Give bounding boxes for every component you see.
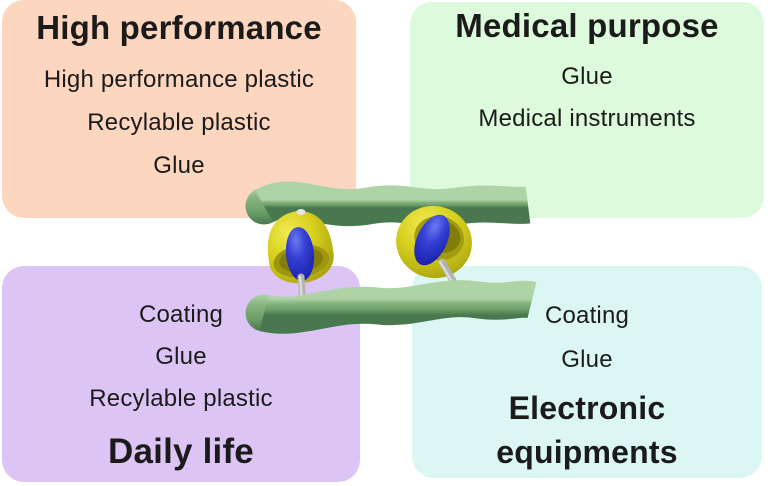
quadrant-item: Recylable plastic (87, 109, 271, 136)
quadrant-medical-purpose: Medical purpose Glue Medical instruments (410, 2, 764, 218)
quadrant-title-high-performance: High performance (36, 9, 322, 46)
quadrant-title-daily-life: Daily life (108, 432, 254, 471)
quadrant-item: Medical instruments (478, 105, 696, 132)
quadrant-item: Glue (561, 346, 613, 373)
quadrant-item: Recylable plastic (89, 385, 273, 412)
quadrant-high-performance: High performance High performance plasti… (2, 0, 356, 218)
quadrant-item: Coating (544, 302, 630, 329)
quadrant-electronic-equipments: Coating Glue Electronic equipments (412, 266, 762, 478)
quadrant-title-medical-purpose: Medical purpose (455, 7, 719, 44)
guest-unit-right (414, 214, 450, 266)
quadrant-item: Coating (138, 301, 224, 328)
quadrant-title-electronic-equipments: Electronic equipments (496, 390, 678, 470)
quadrant-daily-life: Coating Glue Recylable plastic Daily lif… (2, 266, 360, 482)
quadrant-item: High performance plastic (43, 66, 315, 93)
quadrant-item: Glue (561, 63, 613, 90)
quadrant-item: Glue (153, 152, 205, 179)
quadrant-item: Glue (155, 343, 207, 370)
